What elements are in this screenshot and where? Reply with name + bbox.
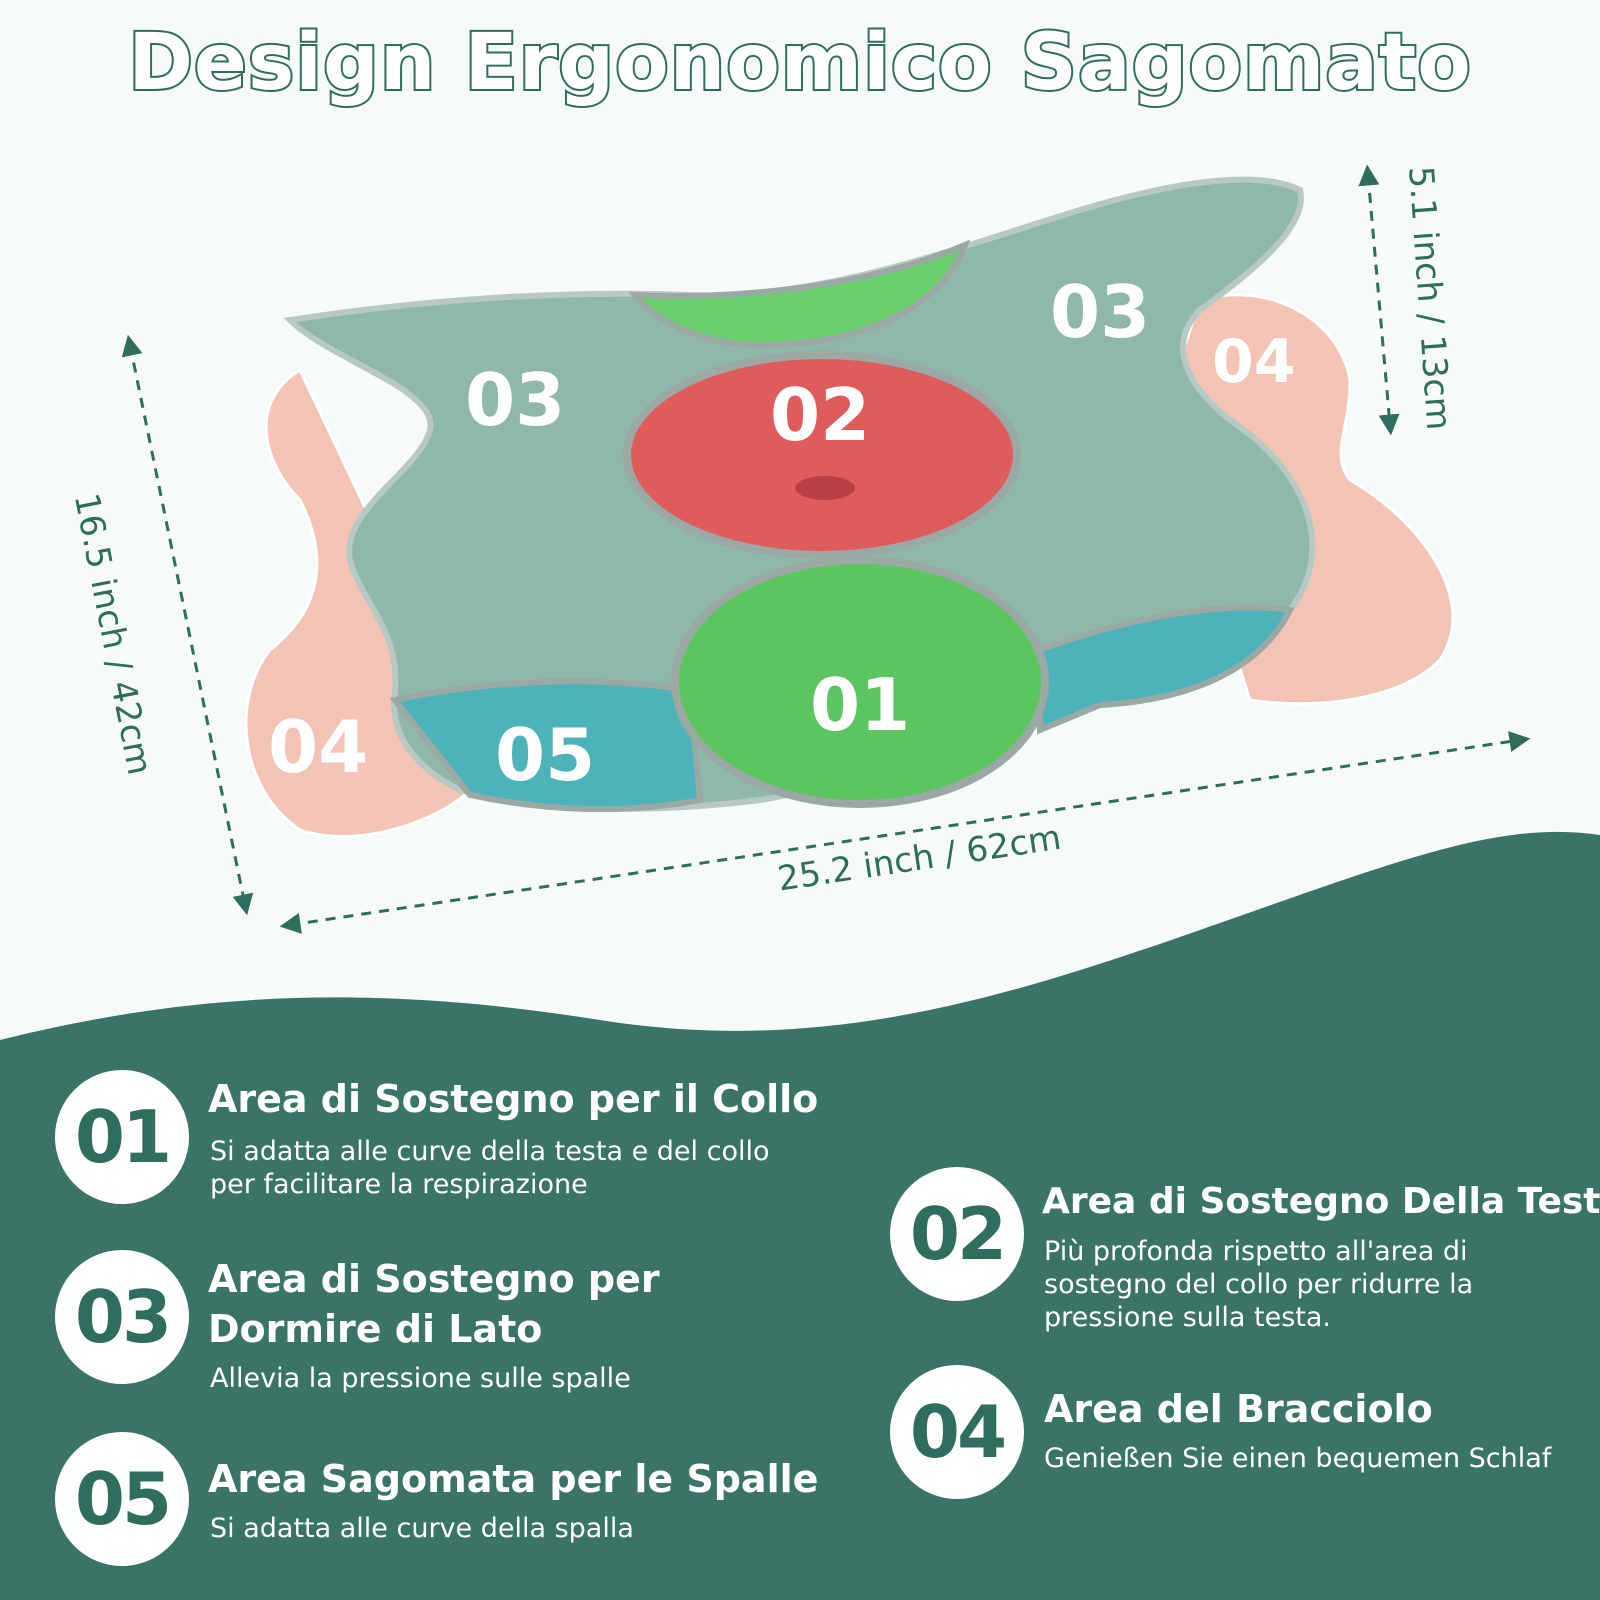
feature-desc-01-line2: per facilitare la respirazione [210, 1169, 588, 1200]
feature-desc-03: Allevia la pressione sulle spalle [210, 1363, 631, 1394]
feature-desc-02-line2: sostegno del collo per ridurre la [1044, 1269, 1474, 1300]
feature-badge-05: 05 [55, 1432, 189, 1566]
feature-badge-04: 04 [890, 1365, 1024, 1499]
feature-title-05: Area Sagomata per le Spalle [208, 1457, 819, 1501]
feature-title-03-line2: Dormire di Lato [208, 1307, 543, 1351]
zone-label-05: 05 [495, 713, 595, 797]
zone-label-03-left: 03 [465, 358, 565, 442]
feature-badge-01: 01 [55, 1070, 189, 1204]
head-support-area [623, 351, 1021, 559]
feature-desc-02-line3: pressione sulla testa. [1044, 1302, 1332, 1333]
feature-title-03-line1: Area di Sostegno per [208, 1257, 660, 1301]
shoulder-area-right [1037, 604, 1295, 735]
feature-desc-02-line1: Più profonda rispetto all'area di [1044, 1236, 1468, 1267]
feature-desc-04: Genießen Sie einen bequemen Schlaf [1044, 1443, 1552, 1474]
green-panel [0, 831, 1600, 1600]
zone-label-04-left: 04 [268, 705, 368, 789]
feature-desc-01-line1: Si adatta alle curve della testa e del c… [210, 1136, 770, 1167]
back-green-strip [628, 239, 971, 349]
height-arrow [1358, 164, 1400, 436]
zone-label-01: 01 [810, 663, 910, 747]
pillow-illustration: 03 03 02 01 05 04 04 [121, 164, 1531, 934]
page-title: Design Ergonomico Sagomato [126, 16, 1473, 110]
width-arrow [279, 731, 1531, 934]
feature-desc-05: Si adatta alle curve della spalla [210, 1513, 634, 1544]
zone-label-04-right: 04 [1212, 327, 1296, 397]
feature-title-04: Area del Bracciolo [1044, 1387, 1433, 1431]
feature-title-01: Area di Sostegno per il Collo [208, 1077, 819, 1121]
feature-badge-02: 02 [890, 1167, 1024, 1301]
zone-label-02: 02 [770, 373, 870, 457]
feature-title-02: Area di Sostegno Della Testa [1042, 1181, 1600, 1222]
zone-label-03-right: 03 [1050, 270, 1150, 354]
depth-arrow [121, 334, 254, 916]
feature-badge-03: 03 [55, 1250, 189, 1384]
head-hollow [795, 476, 855, 500]
